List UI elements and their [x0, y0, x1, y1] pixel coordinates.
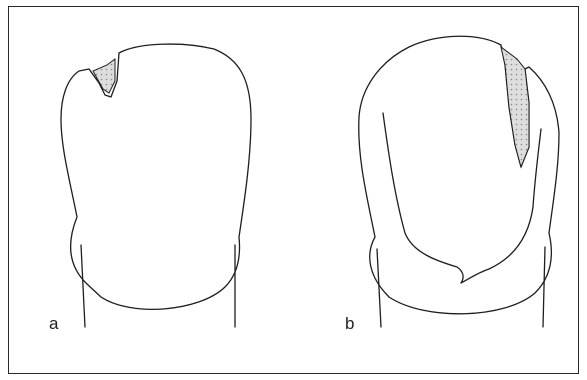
- figure-frame: a b: [8, 6, 579, 374]
- panel-label-a: a: [49, 314, 58, 334]
- tooth-a-pit-shading: [93, 59, 115, 93]
- tooth-b: [359, 36, 559, 327]
- panel-label-b: b: [345, 314, 354, 334]
- tooth-a-crown-outline: [61, 44, 251, 309]
- tooth-b-root-right: [543, 247, 545, 327]
- tooth-a: [61, 44, 251, 327]
- tooth-diagram: [9, 7, 580, 375]
- tooth-a-root-left: [81, 245, 85, 327]
- tooth-b-lesion-shading: [501, 47, 529, 167]
- tooth-b-crown-outline: [359, 36, 559, 314]
